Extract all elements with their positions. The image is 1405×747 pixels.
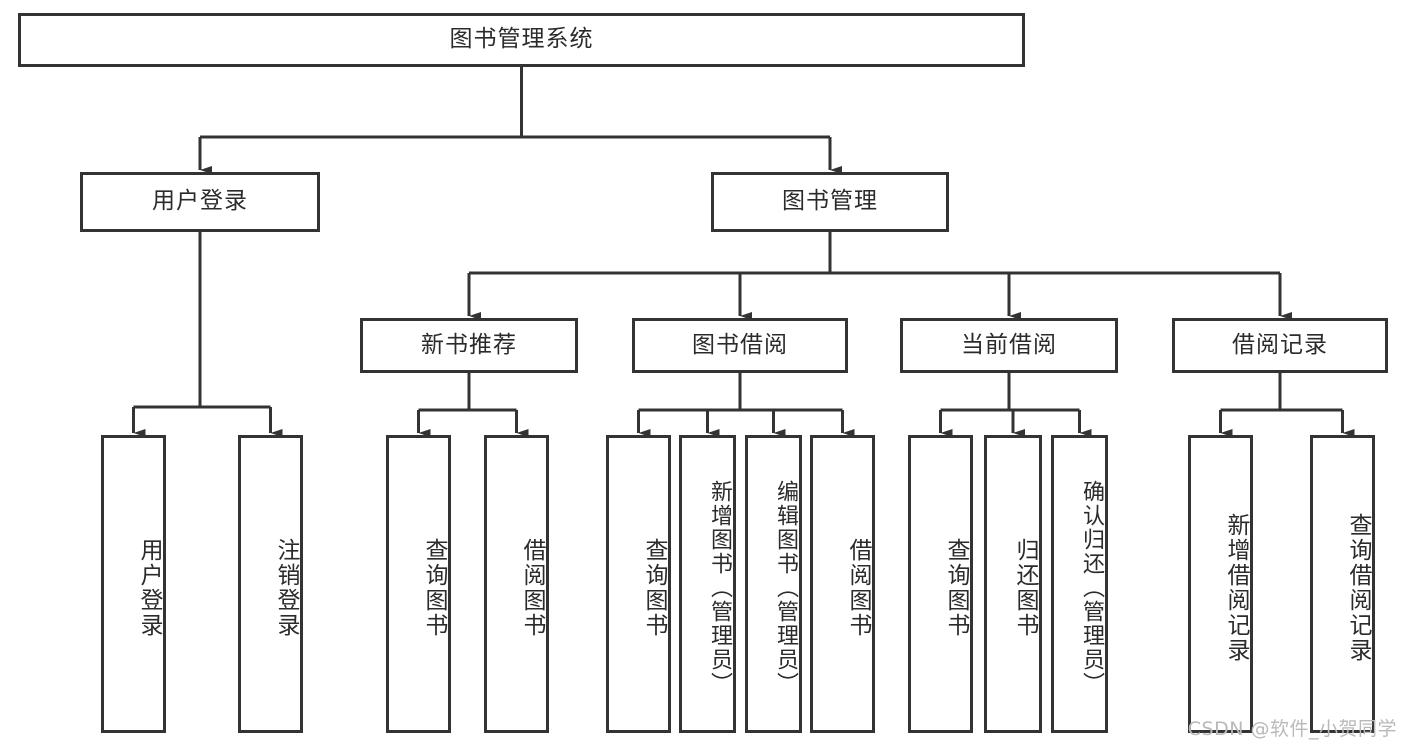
node-label: 用户登录 <box>152 188 248 215</box>
node-label: 注销登录 <box>273 538 299 638</box>
node-level3-1[interactable]: 图书借阅 <box>632 318 848 373</box>
node-label: 借阅图书 <box>845 538 871 638</box>
node-label: 当前借阅 <box>961 331 1057 358</box>
node-label: 确认归还（管理员） <box>1079 480 1104 696</box>
node-leaf-8[interactable]: 查询图书 <box>908 435 973 733</box>
node-level2-0[interactable]: 用户登录 <box>80 172 320 232</box>
node-label: 查询图书 <box>421 538 447 638</box>
node-level3-2[interactable]: 当前借阅 <box>900 318 1118 373</box>
node-leaf-4[interactable]: 查询图书 <box>606 435 671 733</box>
node-leaf-11[interactable]: 新增借阅记录 <box>1188 435 1253 733</box>
node-leaf-2[interactable]: 查询图书 <box>386 435 451 733</box>
node-label: 用户登录 <box>136 538 162 638</box>
watermark-text: CSDN @软件_小贺同学 <box>1187 718 1397 740</box>
node-level3-3[interactable]: 借阅记录 <box>1172 318 1388 373</box>
node-label: 图书借阅 <box>692 331 788 358</box>
node-level2-1[interactable]: 图书管理 <box>711 172 949 232</box>
node-label: 借阅记录 <box>1232 331 1328 358</box>
node-label: 归还图书 <box>1012 538 1038 638</box>
node-leaf-0[interactable]: 用户登录 <box>101 435 166 733</box>
node-leaf-3[interactable]: 借阅图书 <box>484 435 549 733</box>
node-label: 图书管理系统 <box>449 26 594 53</box>
node-leaf-7[interactable]: 借阅图书 <box>810 435 875 733</box>
node-root-system[interactable]: 图书管理系统 <box>18 13 1025 67</box>
node-leaf-1[interactable]: 注销登录 <box>238 435 303 733</box>
node-label: 查询图书 <box>641 538 667 638</box>
node-label: 图书管理 <box>782 188 878 215</box>
node-leaf-5[interactable]: 新增图书（管理员） <box>679 435 736 733</box>
node-level3-0[interactable]: 新书推荐 <box>360 318 578 373</box>
node-label: 新增图书（管理员） <box>707 480 732 696</box>
node-leaf-10[interactable]: 确认归还（管理员） <box>1051 435 1108 733</box>
node-label: 编辑图书（管理员） <box>773 480 798 696</box>
node-leaf-9[interactable]: 归还图书 <box>984 435 1042 733</box>
node-leaf-12[interactable]: 查询借阅记录 <box>1310 435 1375 733</box>
node-label: 查询图书 <box>943 538 969 638</box>
node-label: 新书推荐 <box>421 331 517 358</box>
node-label: 借阅图书 <box>519 538 545 638</box>
node-label: 新增借阅记录 <box>1223 513 1249 663</box>
node-label: 查询借阅记录 <box>1345 513 1371 663</box>
node-leaf-6[interactable]: 编辑图书（管理员） <box>745 435 802 733</box>
